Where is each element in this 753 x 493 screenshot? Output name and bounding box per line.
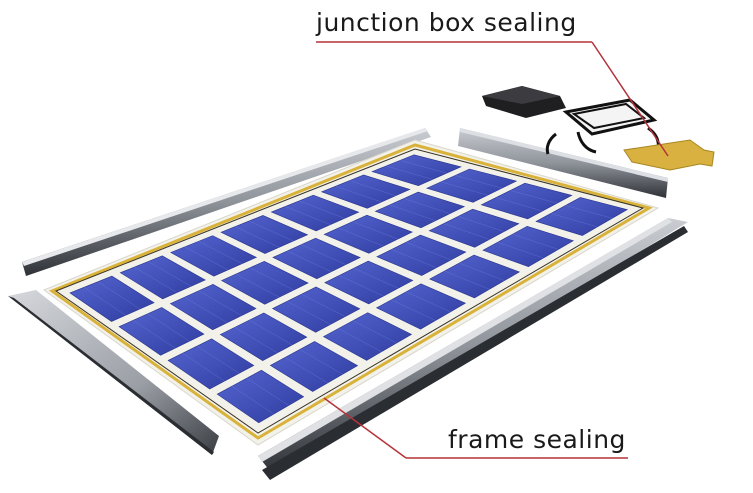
cell-busbar <box>338 227 384 247</box>
cell-busbar <box>386 165 433 180</box>
cell-busbar <box>287 250 332 272</box>
cell-busbar <box>249 319 293 346</box>
cell-busbar <box>455 175 502 189</box>
cell-busbar <box>353 268 399 289</box>
cell-busbar <box>495 197 543 212</box>
frame-sealing-label: frame sealing <box>448 425 626 454</box>
cell-busbar <box>134 266 177 293</box>
solar-cell <box>535 197 628 236</box>
cell-busbar <box>405 242 452 261</box>
cell-busbar <box>565 205 613 219</box>
cell-busbar <box>301 244 346 265</box>
cell-busbar <box>133 320 176 349</box>
cell-busbar <box>285 206 331 225</box>
cell-busbar <box>512 234 559 250</box>
leader-line-junction <box>316 41 669 157</box>
frame-rail-top-right <box>458 128 668 198</box>
solar-cell <box>480 182 573 220</box>
cell-busbar <box>182 353 225 382</box>
solar-cell <box>219 312 308 362</box>
cell-busbar <box>339 275 384 297</box>
cell-busbar <box>299 349 343 375</box>
cell-busbar <box>301 293 346 317</box>
cell-busbar <box>286 301 331 325</box>
cell-busbar <box>459 262 505 281</box>
cell-busbar <box>97 281 141 310</box>
cell-busbar <box>406 291 451 313</box>
cell-busbar <box>400 160 447 174</box>
cell-busbar <box>391 299 436 321</box>
junction-box <box>545 98 660 162</box>
cell-busbar <box>389 204 436 221</box>
cell-busbar <box>299 200 345 219</box>
cell-busbar <box>235 273 280 298</box>
cell-busbar <box>198 241 243 264</box>
cell-busbar <box>147 313 190 342</box>
cell-busbar <box>497 242 544 259</box>
cell-busbar <box>335 185 382 203</box>
solar-cell-grid <box>69 154 628 424</box>
cell-busbar <box>443 223 490 240</box>
cell-busbar <box>198 290 242 316</box>
cell-busbar <box>196 345 240 374</box>
frame-sealant-border <box>48 143 653 440</box>
leader-line-frame <box>323 397 628 459</box>
cell-busbar <box>83 287 126 316</box>
cell-busbar <box>550 213 598 228</box>
cell-busbar <box>403 198 450 214</box>
cell-busbar <box>184 246 229 271</box>
cell-busbar <box>246 378 289 406</box>
cell-busbar <box>234 327 278 354</box>
cell-busbar <box>249 267 294 291</box>
cell-busbar <box>231 386 274 415</box>
cell-busbar <box>352 320 397 344</box>
cell-busbar <box>284 357 328 384</box>
cell-busbar <box>234 226 280 248</box>
cell-busbar <box>391 249 437 268</box>
cell-busbar <box>510 190 558 204</box>
cell-busbar <box>248 220 294 242</box>
junction-sealant-pad <box>623 139 715 171</box>
junction-box-sealing-label: junction box sealing <box>316 8 577 37</box>
junction-box-gasket <box>482 86 566 118</box>
cell-busbar <box>148 261 192 287</box>
cell-busbar <box>184 296 228 323</box>
cell-busbar <box>444 270 490 290</box>
cell-busbar <box>349 180 396 196</box>
frame-rail-bottom-left <box>8 290 219 455</box>
cell-busbar <box>440 181 488 196</box>
cell-busbar <box>352 221 398 240</box>
cell-busbar <box>338 328 382 352</box>
frame-rail-bottom-right <box>258 218 688 480</box>
cell-busbar <box>458 216 505 232</box>
frame-rail-top-left <box>22 128 431 276</box>
